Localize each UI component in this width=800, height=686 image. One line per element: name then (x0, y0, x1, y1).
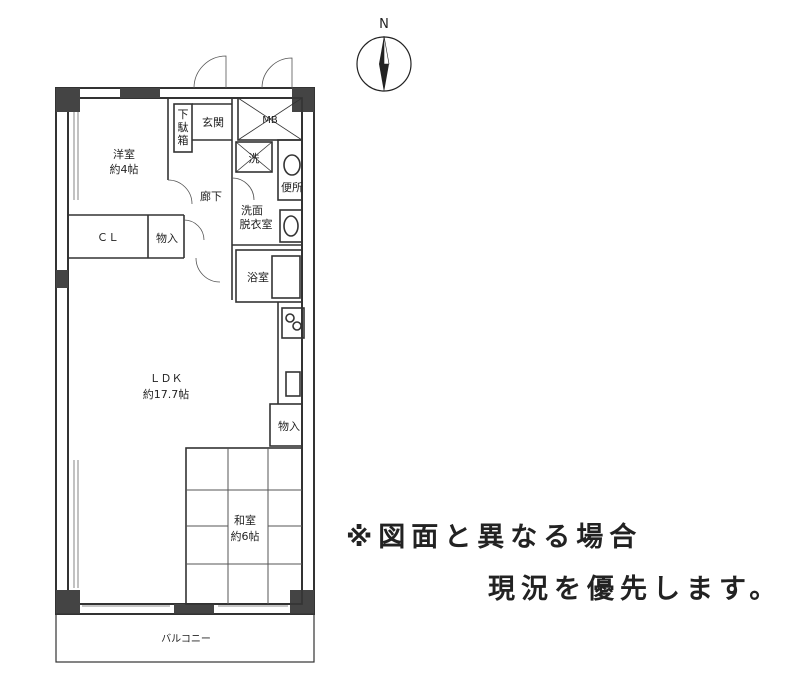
storage-2-label: 物入 (278, 419, 300, 433)
tatami-grid (186, 448, 302, 604)
balcony-label: バルコニー (161, 633, 211, 645)
door-swings (167, 55, 293, 283)
compass-needle-light (383, 35, 390, 65)
washroom-line2: 脱衣室 (240, 217, 273, 231)
mb-label: MB (262, 115, 278, 126)
entrance-label: 玄関 (202, 115, 224, 129)
bathroom-label: 浴室 (247, 270, 269, 284)
shoe-box-line1: 下 (178, 108, 189, 121)
compass: N (356, 17, 412, 92)
interior-walls (68, 97, 305, 605)
window-marks (73, 112, 288, 607)
toilet-label: 便所 (281, 181, 303, 194)
japanese-room-size: 約6帖 (231, 529, 260, 543)
compass-north-label: N (379, 17, 389, 32)
columns (56, 88, 314, 614)
shoe-box-line2: 駄 (178, 120, 189, 134)
storage-1-label: 物入 (156, 231, 178, 245)
outer-walls (55, 87, 315, 615)
closet-label: ＣＬ (97, 231, 119, 244)
hallway-label: 廊下 (200, 189, 222, 203)
ldk-name: ＬＤＫ (150, 372, 183, 385)
note-line-2: 現況を優先します。 (488, 574, 783, 605)
washroom-line1: 洗面 (241, 204, 263, 217)
shoe-box-line3: 箱 (178, 133, 189, 147)
washer-label: 洗 (249, 152, 260, 165)
balcony (55, 613, 315, 663)
note-line-1: ※図面と異なる場合 (346, 522, 643, 553)
japanese-room-name: 和室 (234, 513, 256, 527)
ldk-size: 約17.7帖 (143, 387, 190, 401)
western-room-name: 洋室 (113, 147, 135, 161)
western-room-size: 約4帖 (110, 162, 139, 176)
